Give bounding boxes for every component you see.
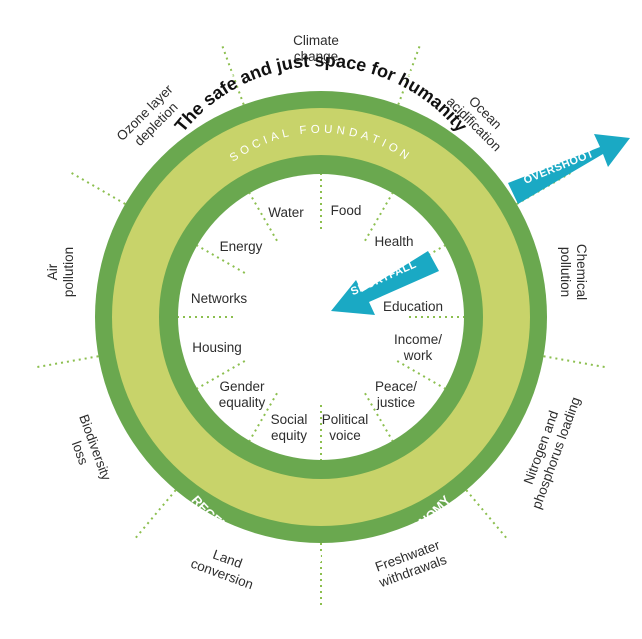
social-label-networks: Networks [191, 291, 248, 306]
ecological-divider-line [133, 489, 177, 540]
ecological-label-chemical-pollution: Chemicalpollution [558, 244, 589, 300]
ecological-divider-line [35, 355, 99, 369]
overshoot-arrow: OVERSHOOT [508, 134, 630, 204]
social-label-energy: Energy [220, 239, 263, 254]
social-label-water: Water [268, 205, 304, 220]
ecological-divider-line [465, 489, 509, 540]
social-label-food: Food [331, 203, 362, 218]
ecological-divider-line [69, 171, 126, 205]
social-label-health: Health [374, 234, 413, 249]
social-label-income-work: Income/work [394, 332, 442, 363]
social-foundation-dimensions: FoodHealthEducationIncome/workPeace/just… [191, 203, 443, 443]
ecological-divider-line [220, 44, 245, 105]
social-label-education: Education [383, 299, 443, 314]
social-label-housing: Housing [192, 340, 242, 355]
inner-core [178, 174, 464, 460]
ecological-label-biodiversity-loss: Biodiversityloss [61, 412, 114, 488]
ecological-label-air-pollution: Airpollution [45, 247, 76, 297]
ecological-divider-line [543, 355, 607, 369]
overshoot-label: OVERSHOOT [522, 148, 596, 187]
social-label-peace-justice: Peace/justice [375, 379, 417, 410]
